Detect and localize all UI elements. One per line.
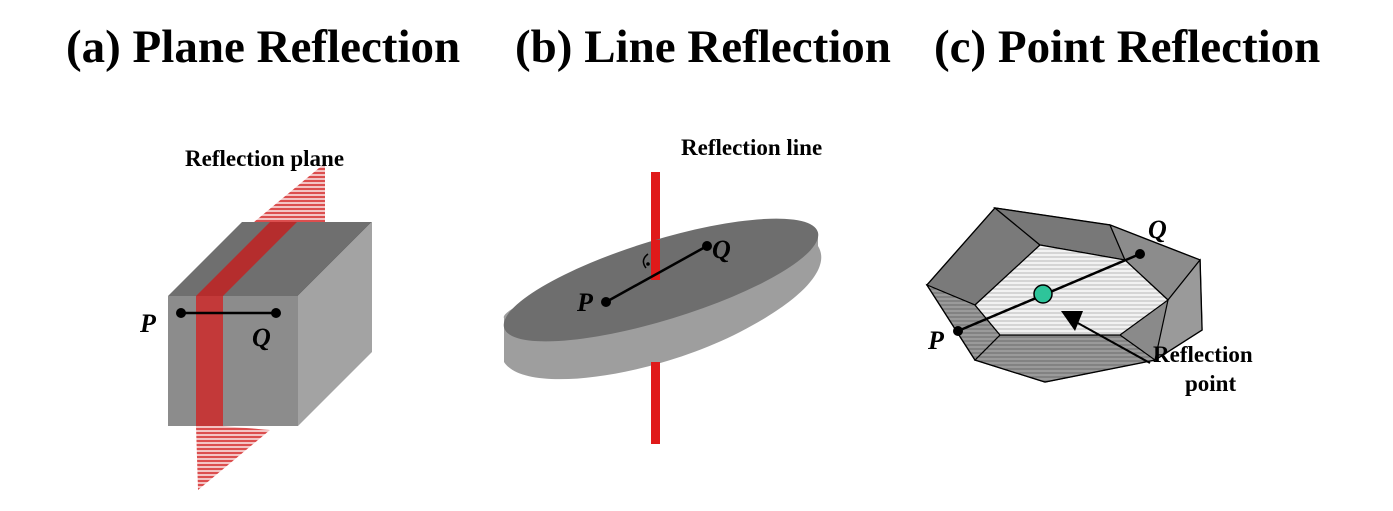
label-p-c: P: [927, 326, 945, 355]
arrow-head: [1061, 311, 1083, 331]
reflection-plane-front: [196, 296, 223, 426]
segment-pq-b: [605, 244, 708, 304]
arrow-shaft: [1075, 321, 1151, 364]
point-p-b: [601, 297, 611, 307]
reflection-plane-label: Reflection plane: [185, 146, 344, 171]
box-side-face: [298, 222, 372, 426]
face-bottom: [973, 334, 1157, 383]
reflection-line-label: Reflection line: [681, 135, 822, 160]
reflection-line-upper: [651, 172, 660, 262]
reflection-point-label-line1: Reflection: [1153, 342, 1253, 367]
point-q-a: [271, 308, 281, 318]
point-q-b: [702, 241, 712, 251]
point-p-c: [953, 326, 963, 336]
reflection-point-label-line2: point: [1185, 371, 1236, 396]
point-p-a: [176, 308, 186, 318]
reflection-line-lower: [651, 362, 660, 444]
right-angle-dot: [646, 262, 650, 266]
reflection-point: [1033, 284, 1053, 304]
reflection-plane-top: [242, 163, 325, 232]
label-p-a: P: [139, 309, 157, 338]
panel-b-diagram: P Q Reflection line: [503, 135, 822, 444]
panel-a-title: (a) Plane Reflection: [66, 21, 461, 73]
reflection-plane-on-top: [196, 222, 297, 296]
label-p-b: P: [576, 288, 594, 317]
label-q-a: Q: [252, 323, 271, 352]
panel-a-diagram: P Q Reflection plane: [139, 146, 372, 490]
panel-c-diagram: P Q Reflection point: [925, 207, 1253, 396]
panel-c-title: (c) Point Reflection: [934, 21, 1321, 73]
point-q-c: [1135, 249, 1145, 259]
face-center: [974, 244, 1169, 336]
panel-b-title: (b) Line Reflection: [515, 21, 891, 73]
reflection-line-on-face: [651, 240, 660, 280]
ellipse-top-face: [503, 218, 819, 342]
label-q-c: Q: [1148, 215, 1167, 244]
right-angle-marker: [642, 253, 649, 269]
reflection-plane-bottom: [196, 426, 270, 490]
label-q-b: Q: [712, 235, 731, 264]
